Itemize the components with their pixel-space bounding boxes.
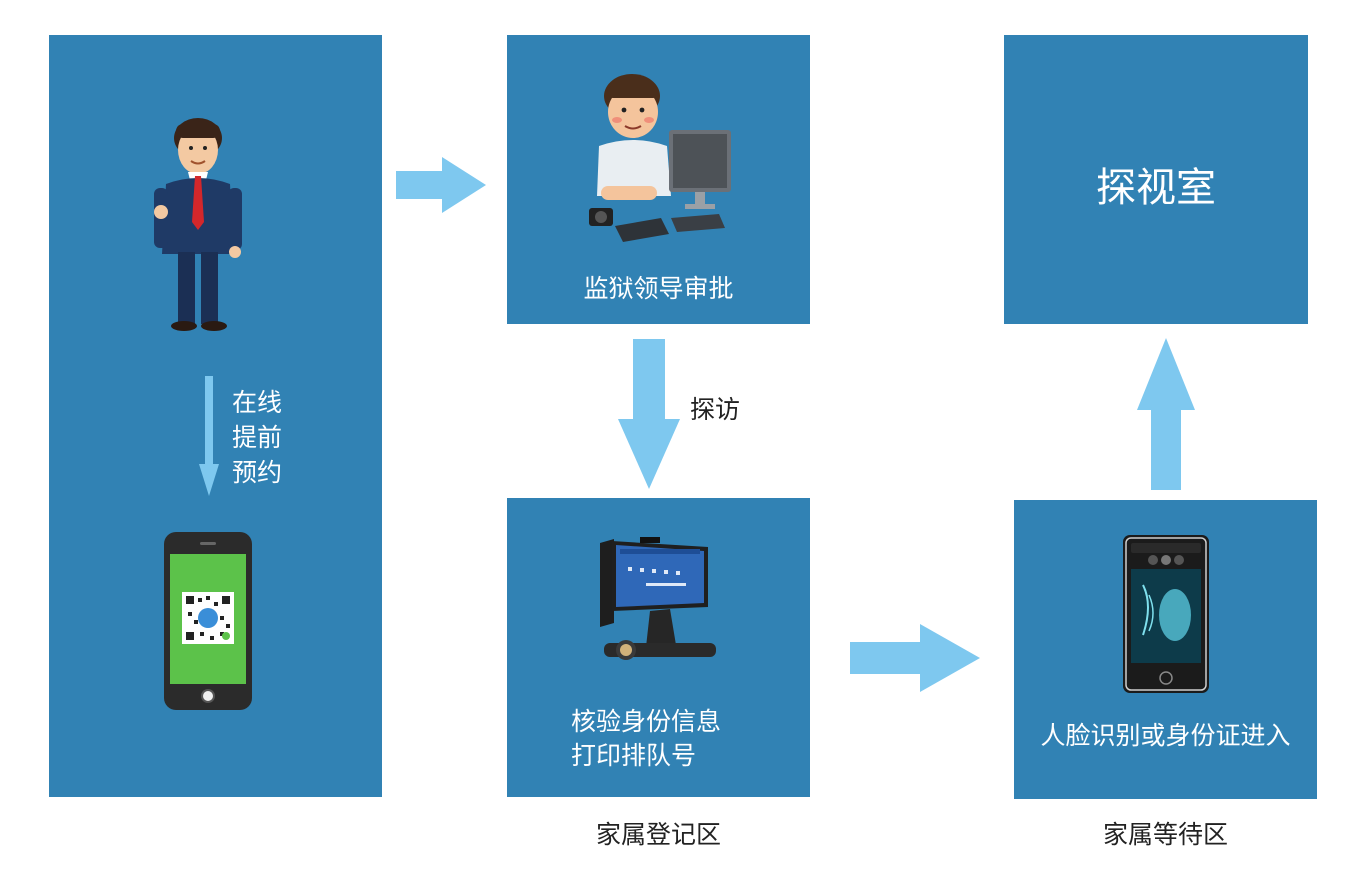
registration-line-2: 打印排队号 [571,741,697,770]
waiting-area-label: 家属等待区 [1102,820,1228,849]
online-appointment-line-3: 预约 [232,458,283,487]
visiting-room-panel [1004,35,1308,324]
online-appointment-line-1: 在线 [232,388,283,417]
online-appointment-line-2: 提前 [232,423,283,452]
up-arrow-to-room [1137,338,1195,490]
visiting-room-label: 探视室 [1096,165,1216,211]
face-recognition-terminal-icon [1123,535,1209,693]
smartphone-qr-icon [164,532,252,710]
right-arrow-to-waiting [850,624,980,692]
registration-area-label: 家属登记区 [595,820,721,849]
right-arrow-to-approval [396,157,486,213]
down-arrow-visit [618,339,680,489]
visit-arrow-label: 探访 [690,395,741,424]
down-arrow-online [199,376,219,496]
registration-line-1: 核验身份信息 [571,707,722,736]
officer-computer-icon [585,68,735,246]
kiosk-terminal-icon [590,535,720,665]
approval-label: 监狱领导审批 [583,274,734,303]
businessman-icon [148,112,248,334]
waiting-label: 人脸识别或身份证进入 [1040,721,1291,750]
